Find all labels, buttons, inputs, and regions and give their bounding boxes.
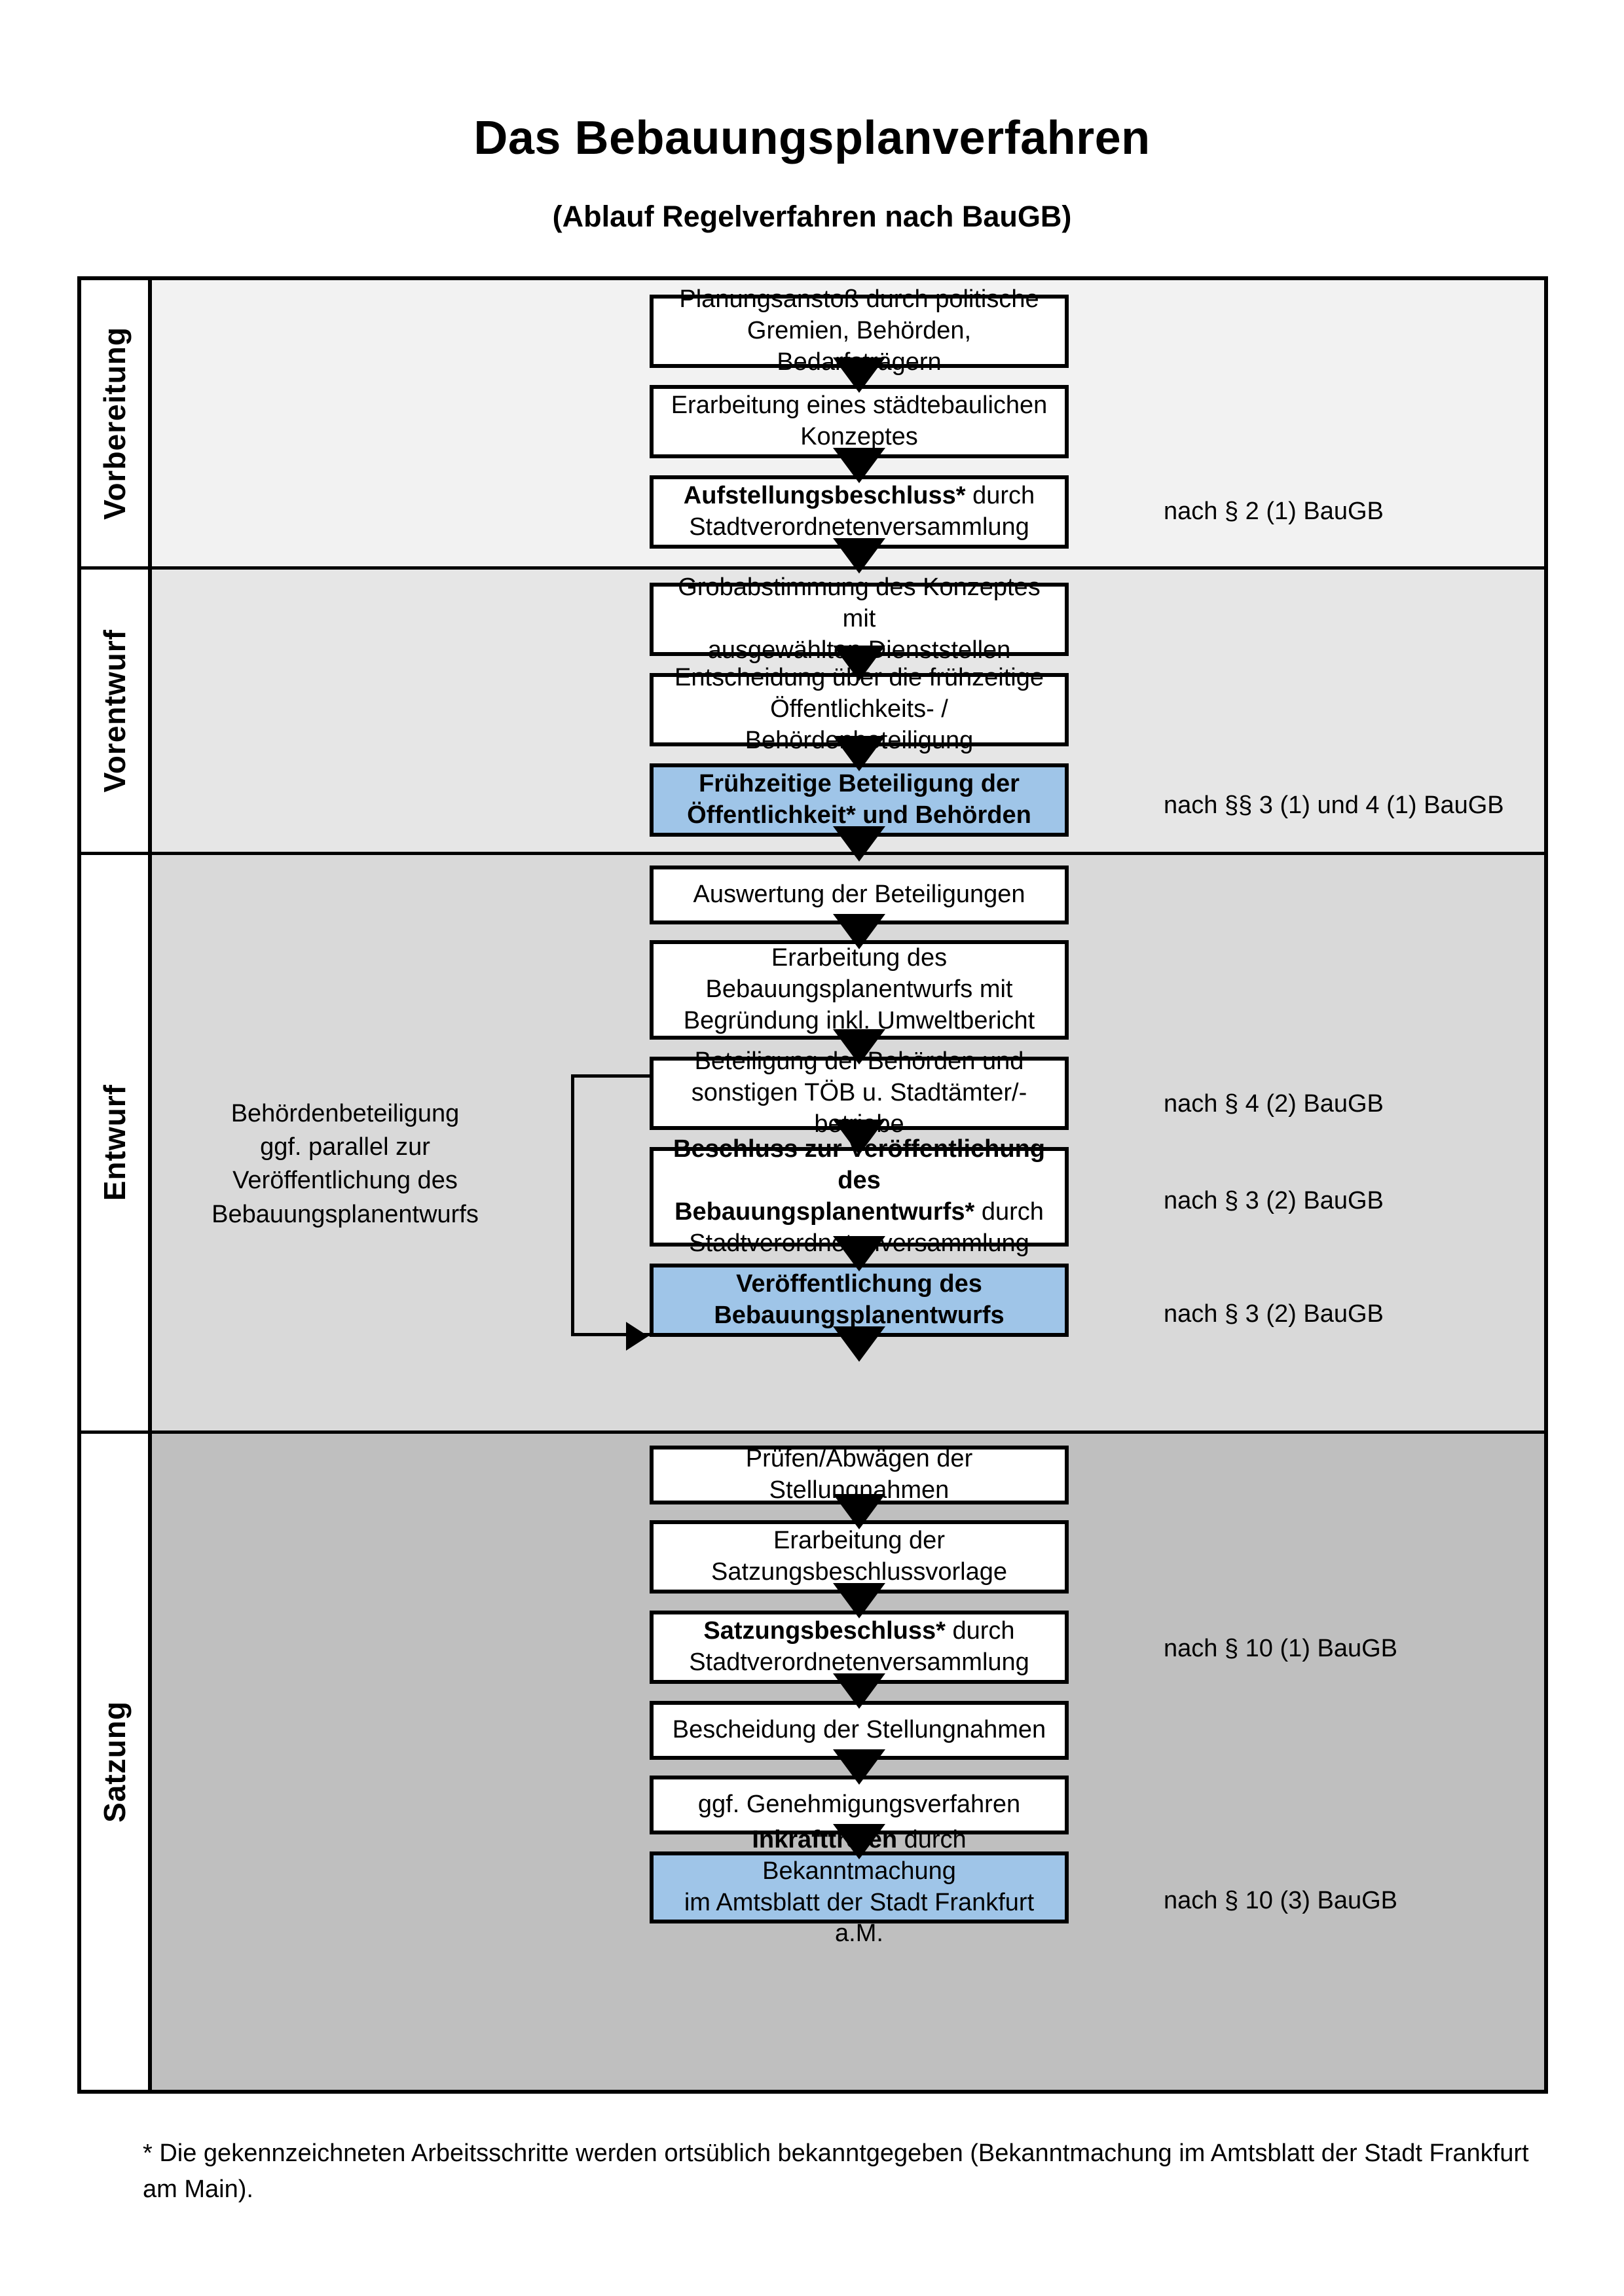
flow-box-line: Konzeptes	[800, 423, 918, 450]
flow-box-erarbeitung-satzungsvorlage[interactable]: Erarbeitung der Satzungsbeschlussvorlage	[650, 1520, 1069, 1594]
flow-box-line: durch Bekanntmachung	[762, 1825, 967, 1885]
flow-box-line: durch	[945, 1616, 1015, 1645]
page-header: Das Bebauungsplanverfahren (Ablauf Regel…	[0, 0, 1624, 234]
arrow-down-icon	[833, 1582, 885, 1618]
arrow-down-icon	[833, 826, 885, 862]
arrow-down-icon	[833, 538, 885, 574]
flow-box-line: Satzungsbeschlussvorlage	[710, 1558, 1008, 1586]
phase-row-vorentwurf: Vorentwurf Grobabstimmung des Konzeptes …	[81, 569, 1544, 862]
phase-body-satzung: Prüfen/Abwägen der Stellungnahmen Erarbe…	[152, 1433, 1544, 2090]
flow-box-line: Erarbeitung der	[773, 1526, 945, 1554]
flowchart-frame: Vorbereitung Planungsanstoß durch politi…	[77, 276, 1548, 2094]
legal-ref-p2-1: nach § 2 (1) BauGB	[1164, 498, 1384, 525]
arrow-down-icon	[833, 1029, 885, 1065]
phase-label-satzung: Satzung	[81, 1433, 152, 2090]
legal-ref-p10-1: nach § 10 (1) BauGB	[1164, 1634, 1397, 1662]
flow-box-beschluss-veroeffentlichung[interactable]: Beschluss zur Veröffentlichung des Bebau…	[650, 1135, 1069, 1257]
arrow-down-icon	[833, 1749, 885, 1785]
phase-label-entwurf: Entwurf	[81, 854, 152, 1430]
flow-box-bold: Öffentlichkeit* und Behörden	[687, 801, 1031, 829]
flow-box-line: Erarbeitung eines städtebaulichen	[671, 392, 1048, 420]
page-title: Das Bebauungsplanverfahren	[473, 112, 1151, 164]
flow-box-inkrafttreten[interactable]: Inkrafttreten durch Bekanntmachung im Am…	[650, 1826, 1069, 1947]
phase-label-text: Satzung	[98, 1700, 132, 1823]
legal-ref-p10-3: nach § 10 (3) BauGB	[1164, 1886, 1397, 1914]
flow-box-line: Grobabstimmung des Konzeptes mit	[678, 574, 1041, 632]
page-subtitle: (Ablauf Regelverfahren nach BauGB)	[552, 199, 1072, 233]
arrow-down-icon	[833, 448, 885, 483]
flow-box-line: Auswertung der Beteiligungen	[693, 880, 1025, 908]
side-note-line: Bebauungsplanentwurfs	[212, 1200, 479, 1228]
legal-ref-p3p4-1: nach §§ 3 (1) und 4 (1) BauGB	[1164, 791, 1504, 819]
flow-box-line: durch	[965, 482, 1035, 510]
flow-box-line: Planungsanstoß durch politische	[679, 285, 1039, 314]
flow-box-line: Stadtverordnetenversammlung	[689, 1648, 1029, 1676]
flow-box-aufstellungsbeschluss[interactable]: Aufstellungsbeschluss* durch Stadtverord…	[650, 475, 1069, 549]
arrow-down-icon	[833, 1119, 885, 1155]
arrow-right-icon	[626, 1321, 648, 1351]
legal-ref-p3-2-b: nach § 3 (2) BauGB	[1164, 1300, 1384, 1328]
phase-body-entwurf: Behördenbeteiligung ggf. parallel zur Ve…	[152, 854, 1544, 1430]
flow-box-bold: Satzungsbeschluss*	[703, 1616, 946, 1645]
flow-box-line: im Amtsblatt der Stadt Frankfurt a.M.	[684, 1888, 1035, 1948]
side-note-line: Veröffentlichung des	[232, 1167, 458, 1195]
phase-body-vorbereitung: Planungsanstoß durch politische Gremien,…	[152, 280, 1544, 574]
flow-box-line: Öffentlichkeits- / Behördenbeteiligung	[745, 695, 974, 754]
flow-box-bold: Frühzeitige Beteiligung der	[699, 770, 1020, 798]
flow-box-satzungsbeschluss[interactable]: Satzungsbeschluss* durch Stadtverordnete…	[650, 1610, 1069, 1684]
flow-box-line: Stadtverordnetenversammlung	[689, 513, 1029, 541]
arrow-down-icon	[833, 1823, 885, 1859]
phase-row-satzung: Satzung Prüfen/Abwägen der Stellungnahme…	[81, 1433, 1544, 2090]
flow-box-line: ggf. Genehmigungsverfahren	[697, 1790, 1021, 1818]
flow-box-erarbeitung-entwurf[interactable]: Erarbeitung des Bebauungsplanentwurfs mi…	[650, 939, 1069, 1040]
arrow-down-icon	[833, 735, 885, 771]
flow-box-bold: Bebauungsplanentwurfs*	[674, 1197, 975, 1226]
arrow-down-icon	[833, 357, 885, 393]
arrow-down-icon	[833, 1235, 885, 1271]
arrow-down-icon	[833, 1673, 885, 1709]
side-note-behoerdenbeteiligung: Behördenbeteiligung ggf. parallel zur Ve…	[191, 1097, 499, 1231]
phase-label-text: Entwurf	[98, 1084, 132, 1201]
phase-label-vorbereitung: Vorbereitung	[81, 280, 152, 566]
phase-label-text: Vorbereitung	[98, 327, 132, 520]
loop-back-connector	[571, 1074, 651, 1336]
flow-box-bold: Bebauungsplanentwurfs	[714, 1301, 1005, 1329]
arrow-down-icon	[833, 913, 885, 949]
flow-box-line: sonstigen TÖB u. Stadtämter/-betriebe	[691, 1078, 1027, 1138]
flow-box-line: Bescheidung der Stellungnahmen	[672, 1715, 1046, 1743]
phase-row-entwurf: Entwurf Behördenbeteiligung ggf. paralle…	[81, 854, 1544, 1434]
flow-box-fruehzeitige-beteiligung[interactable]: Frühzeitige Beteiligung der Öffentlichke…	[650, 763, 1069, 837]
phase-row-vorbereitung: Vorbereitung Planungsanstoß durch politi…	[81, 280, 1544, 574]
flow-box-planungsanstoss[interactable]: Planungsanstoß durch politische Gremien,…	[650, 285, 1069, 376]
legal-ref-p3-2-a: nach § 3 (2) BauGB	[1164, 1186, 1384, 1214]
footnote-text: * Die gekennzeichneten Arbeitsschritte w…	[143, 2140, 1529, 2204]
flow-box-bold: Veröffentlichung des	[736, 1269, 982, 1298]
phase-body-vorentwurf: Grobabstimmung des Konzeptes mit ausgewä…	[152, 569, 1544, 862]
flow-box-bold: Aufstellungsbeschluss*	[683, 482, 966, 510]
arrow-down-icon	[833, 1493, 885, 1529]
flow-box-line: Bebauungsplanentwurfs mit	[705, 975, 1013, 1003]
arrow-down-icon	[833, 645, 885, 681]
legal-ref-p4-2: nach § 4 (2) BauGB	[1164, 1089, 1384, 1118]
phase-label-vorentwurf: Vorentwurf	[81, 569, 152, 852]
side-note-line: Behördenbeteiligung	[231, 1099, 460, 1127]
phase-label-text: Vorentwurf	[98, 629, 132, 793]
side-note-line: ggf. parallel zur	[260, 1133, 430, 1161]
flow-box-line: durch	[974, 1197, 1044, 1226]
arrow-down-icon	[833, 1326, 885, 1362]
